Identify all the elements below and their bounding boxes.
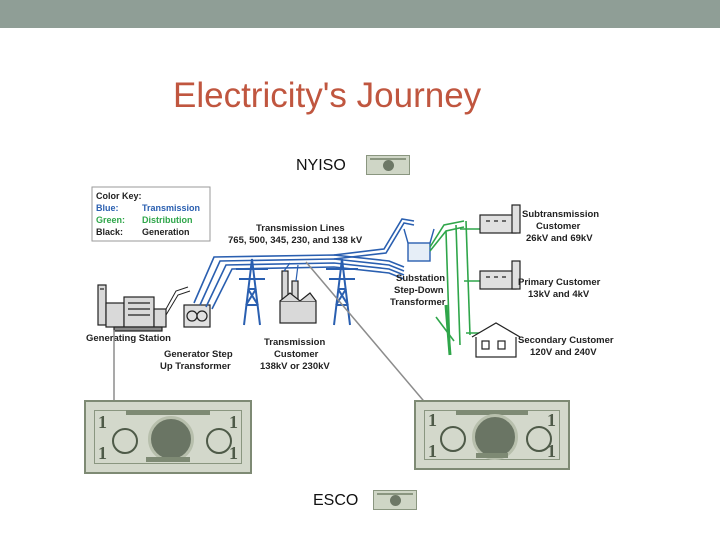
- esco-dollar-icon: [373, 490, 417, 510]
- color-key-box: [91, 186, 211, 242]
- step-up-label-2: Up Transformer: [160, 361, 231, 372]
- key-green-label: Green:: [96, 215, 125, 225]
- transmission-tower-1: [236, 258, 268, 326]
- seal-icon: [206, 428, 232, 454]
- substation-label-1: Substation: [396, 273, 445, 284]
- seal-icon: [526, 426, 552, 452]
- key-black-meaning: Generation: [142, 227, 190, 237]
- transmission-customer-label-1: Transmission: [264, 337, 325, 348]
- key-blue-meaning: Transmission: [142, 203, 200, 213]
- key-green-meaning: Distribution: [142, 215, 193, 225]
- step-up-transformer-icon: [183, 304, 211, 328]
- subtransmission-label-1: Subtransmission: [522, 209, 599, 220]
- substation-label-3: Transformer: [390, 297, 446, 308]
- esco-label: ESCO: [313, 492, 359, 509]
- subtransmission-label-3: 26kV and 69kV: [526, 233, 593, 244]
- transmission-customer-label-2: Customer: [274, 349, 319, 360]
- distribution-pole: [444, 304, 452, 356]
- generation-dollar-bill: 1 1 1 1: [84, 400, 252, 474]
- subtransmission-customer-icon: [479, 204, 521, 234]
- primary-customer-icon: [479, 260, 521, 290]
- secondary-customer-label-2: 120V and 240V: [530, 347, 597, 358]
- subtransmission-label-2: Customer: [536, 221, 581, 232]
- seal-icon: [440, 426, 466, 452]
- portrait-icon: [472, 414, 518, 460]
- transmission-customer-label-3: 138kV or 230kV: [260, 361, 330, 372]
- generating-station-label: Generating Station: [86, 333, 171, 344]
- portrait-icon: [148, 416, 194, 462]
- color-key-heading: Color Key:: [96, 191, 142, 201]
- page-title: Electricity's Journey: [173, 76, 482, 115]
- secondary-customer-icon: [471, 322, 521, 358]
- key-blue-label: Blue:: [96, 203, 119, 213]
- generation-lines: [165, 286, 191, 316]
- primary-customer-label-2: 13kV and 4kV: [528, 289, 590, 300]
- nyiso-dollar-icon: [366, 155, 410, 175]
- transmission-customer-icon: [279, 270, 317, 324]
- distribution-lines: [429, 220, 488, 356]
- secondary-customer-label-1: Secondary Customer: [518, 335, 614, 346]
- nyiso-label: NYISO: [296, 157, 346, 174]
- power-grid-diagram: Color Key: Blue: Transmission Green: Dis…: [86, 186, 614, 372]
- generating-station-icon: [97, 284, 167, 332]
- substation-icon: [403, 228, 435, 262]
- transmission-lines: [193, 218, 415, 310]
- transmission-voltages-label: 765, 500, 345, 230, and 138 kV: [228, 235, 363, 246]
- distribution-dollar-bill: 1 1 1 1: [414, 400, 570, 470]
- substation-label-2: Step-Down: [394, 285, 444, 296]
- primary-customer-label-1: Primary Customer: [518, 277, 601, 288]
- key-black-label: Black:: [96, 227, 123, 237]
- transmission-lines-label: Transmission Lines: [256, 223, 345, 234]
- top-bar: [0, 0, 720, 28]
- step-up-label-1: Generator Step: [164, 349, 233, 360]
- customer-tap-lines: [283, 262, 299, 282]
- seal-icon: [112, 428, 138, 454]
